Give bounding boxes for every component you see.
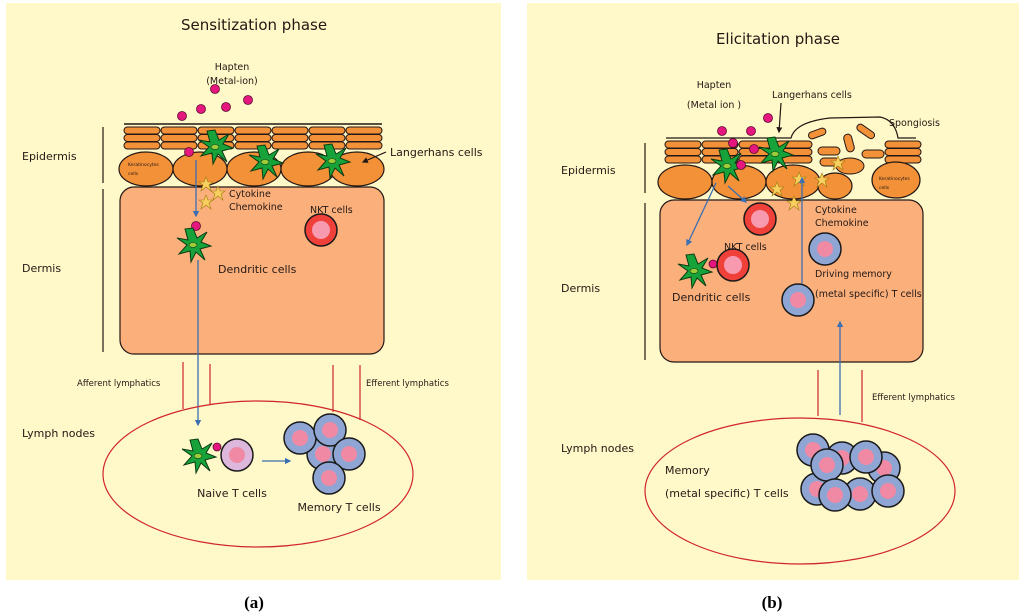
lymph-node-b: [644, 417, 956, 565]
stratum-corneum-brick: [234, 134, 272, 142]
hapten-sublabel-a: (Metal-ion): [206, 76, 258, 87]
panel-b: Elicitation phase Hapten (Metal ion ) La…: [527, 3, 1019, 580]
dermis-label-b: Dermis: [561, 282, 600, 295]
langerhans-label-b: Langerhans cells: [772, 90, 852, 101]
panel-a: Sensitization phase Hapten (Metal-ion) K…: [6, 3, 501, 580]
panel-b-title: Elicitation phase: [716, 30, 840, 48]
stratum-corneum-brick: [160, 126, 198, 135]
caption-b: (b): [762, 593, 783, 612]
driving-memory-sublabel: (metal specific) T cells: [815, 289, 922, 300]
keratinocytes-sublabel-b: cells: [879, 185, 890, 191]
efferent-lymphatics-label-b: Efferent lymphatics: [872, 393, 955, 403]
hapten-label-a: Hapten: [215, 62, 250, 73]
cytokine-label-b: Cytokine: [815, 205, 857, 216]
naive-label: Naive T cells: [197, 487, 267, 500]
stratum-corneum-brick: [345, 134, 383, 142]
efferent-lymphatics-label-a: Efferent lymphatics: [366, 379, 449, 389]
chemokine-label-b: Chemokine: [815, 218, 869, 229]
nkt-cell-icon: [743, 202, 777, 236]
hapten-particles-a: [177, 84, 253, 121]
stratum-corneum-brick: [884, 148, 922, 156]
stratum-corneum-brick: [123, 126, 161, 135]
dendritic-label-a: Dendritic cells: [218, 263, 297, 276]
keratinocytes-a: [118, 151, 385, 187]
hapten-particle: [184, 147, 194, 157]
keratinocytes-sublabel-a: cells: [128, 171, 139, 177]
epidermis-label-a: Epidermis: [22, 150, 77, 163]
cytokine-label-a: Cytokine: [229, 189, 271, 200]
caption-a: (a): [244, 593, 264, 612]
dermis-label-a: Dermis: [22, 262, 61, 275]
keratinocytes-b: [657, 161, 921, 200]
stratum-corneum-brick: [271, 134, 309, 142]
hapten-particles-b: [717, 113, 773, 170]
driving-memory-t-cell-icon: [781, 283, 815, 317]
stratum-corneum-brick: [123, 134, 161, 142]
nkt-cell-icon: [304, 213, 338, 247]
chemokine-label-a: Chemokine: [229, 202, 283, 213]
nkt-cell-icon: [716, 248, 750, 282]
langerhans-pointer-b: [776, 102, 783, 134]
panel-a-title: Sensitization phase: [181, 16, 327, 34]
afferent-lymphatics-label: Afferent lymphatics: [77, 379, 161, 389]
stratum-corneum-brick: [234, 126, 272, 135]
lymph-node-a: [102, 400, 414, 548]
nkt-label-a: NKT cells: [310, 205, 353, 216]
driving-memory-t-cell-icon: [808, 232, 842, 266]
stratum-corneum-brick: [271, 141, 309, 150]
stratum-corneum-brick: [345, 126, 383, 135]
epidermis-label-b: Epidermis: [561, 164, 616, 177]
spongiosis-label: Spongiosis: [889, 118, 940, 129]
dendritic-label-b: Dendritic cells: [672, 291, 751, 304]
keratinocytes-label-a: Keratinocytes: [128, 162, 159, 168]
driving-memory-label: Driving memory: [815, 269, 892, 280]
stratum-corneum-a: [123, 126, 383, 150]
keratinocytes-label-b: Keratinocytes: [879, 176, 910, 182]
lymph-nodes-label-b: Lymph nodes: [561, 442, 634, 455]
stratum-corneum-brick: [884, 140, 922, 149]
hapten-sublabel-b: (Metal ion ): [687, 100, 741, 111]
memory-sublabel-b: (metal specific) T cells: [665, 487, 789, 500]
stratum-corneum-b: [664, 140, 922, 164]
stratum-corneum-brick: [664, 155, 702, 164]
lymph-nodes-label-a: Lymph nodes: [22, 427, 95, 440]
nkt-label-b: NKT cells: [724, 242, 767, 253]
dermis-b: [659, 199, 924, 363]
stratum-corneum-brick: [664, 148, 702, 156]
stratum-corneum-brick: [664, 140, 702, 149]
stratum-corneum-brick: [271, 126, 309, 135]
stratum-corneum-brick: [308, 126, 346, 135]
memory-label-b: Memory: [665, 464, 710, 477]
langerhans-label-a: Langerhans cells: [390, 146, 483, 159]
stratum-corneum-brick: [345, 141, 383, 150]
stratum-corneum-brick: [308, 134, 346, 142]
naive-t-cell-icon: [220, 438, 254, 472]
stratum-corneum-brick: [123, 141, 161, 150]
memory-label-a: Memory T cells: [297, 501, 380, 514]
langerhans-pointer: [361, 151, 387, 163]
hapten-label-b: Hapten: [697, 80, 732, 91]
stratum-corneum-brick: [160, 134, 198, 142]
